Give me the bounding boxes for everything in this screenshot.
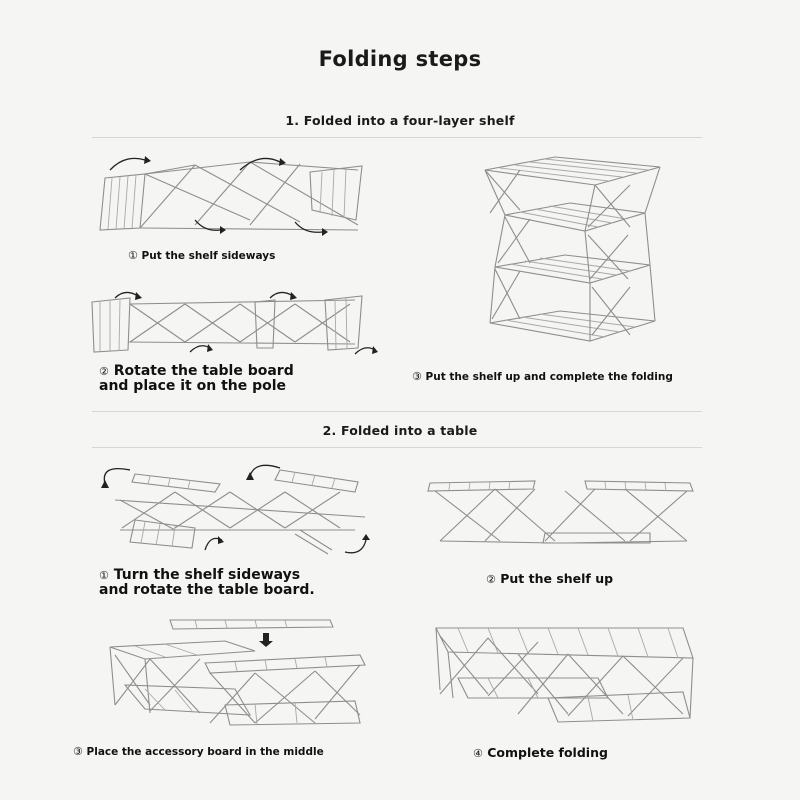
step-caption-shelf-3: ③ Put the shelf up and complete the fold… (412, 370, 673, 383)
step-caption-table-1: ① Turn the shelf sideways and rotate the… (99, 567, 315, 598)
step-caption-shelf-1: ① Put the shelf sideways (128, 249, 276, 262)
illustration-accessory-board (109, 619, 366, 726)
illustration-complete-table (435, 627, 694, 723)
illustration-rotate-board (91, 291, 378, 355)
illustration-turn-shelf-sideways (101, 464, 370, 555)
step-caption-table-3: ③ Place the accessory board in the middl… (73, 745, 324, 758)
divider (92, 137, 702, 138)
section-heading-table: 2. Folded into a table (322, 423, 478, 438)
divider (92, 447, 702, 448)
illustration-four-layer-shelf (484, 156, 661, 342)
step-caption-table-2: ② Put the shelf up (486, 571, 614, 586)
divider (92, 411, 702, 412)
step-caption-shelf-2: ② Rotate the table board and place it on… (99, 363, 294, 394)
page-title: Folding steps (318, 47, 482, 71)
section-heading-shelf: 1. Folded into a four-layer shelf (285, 113, 515, 128)
illustration-shelf-up (427, 480, 694, 544)
step-caption-table-4: ④ Complete folding (473, 745, 608, 760)
illustration-shelf-sideways (99, 156, 363, 236)
